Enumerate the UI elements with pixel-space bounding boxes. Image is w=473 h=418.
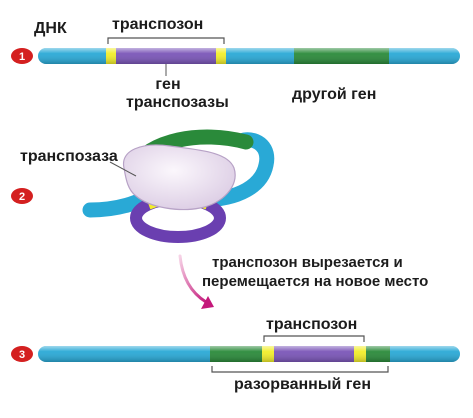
step-3-number: 3 bbox=[19, 349, 25, 361]
transposase-protein bbox=[123, 144, 236, 211]
transposon-label-step3: транспозон bbox=[266, 316, 358, 333]
transposase-gene-label-line1: ген bbox=[155, 76, 181, 93]
dna-strand-step3 bbox=[38, 346, 460, 362]
transposon-bracket-step1 bbox=[107, 37, 225, 44]
transposon-label-step1: транспозон bbox=[112, 16, 204, 33]
dna-strand-step1 bbox=[38, 48, 460, 64]
transposon-bracket-step3 bbox=[263, 335, 365, 342]
step-2-number: 2 bbox=[19, 191, 25, 203]
transposase-gene-label-line2: транспозазы bbox=[126, 94, 229, 111]
broken-gene-bracket bbox=[211, 366, 389, 373]
action-label-line1: транспозон вырезается и bbox=[212, 254, 403, 271]
step-2-marker: 2 bbox=[11, 188, 33, 204]
dna-label: ДНК bbox=[34, 20, 67, 37]
broken-gene-label: разорванный ген bbox=[234, 376, 371, 393]
step-1-marker: 1 bbox=[11, 48, 33, 64]
transposase-label-leader bbox=[109, 161, 137, 177]
action-arrow bbox=[178, 254, 214, 309]
step-3-marker: 3 bbox=[11, 346, 33, 362]
step-1-number: 1 bbox=[19, 51, 25, 63]
other-gene-label: другой ген bbox=[292, 86, 377, 103]
transposase-label: транспозаза bbox=[20, 148, 118, 165]
action-label-line2: перемещается на новое место bbox=[202, 273, 429, 290]
